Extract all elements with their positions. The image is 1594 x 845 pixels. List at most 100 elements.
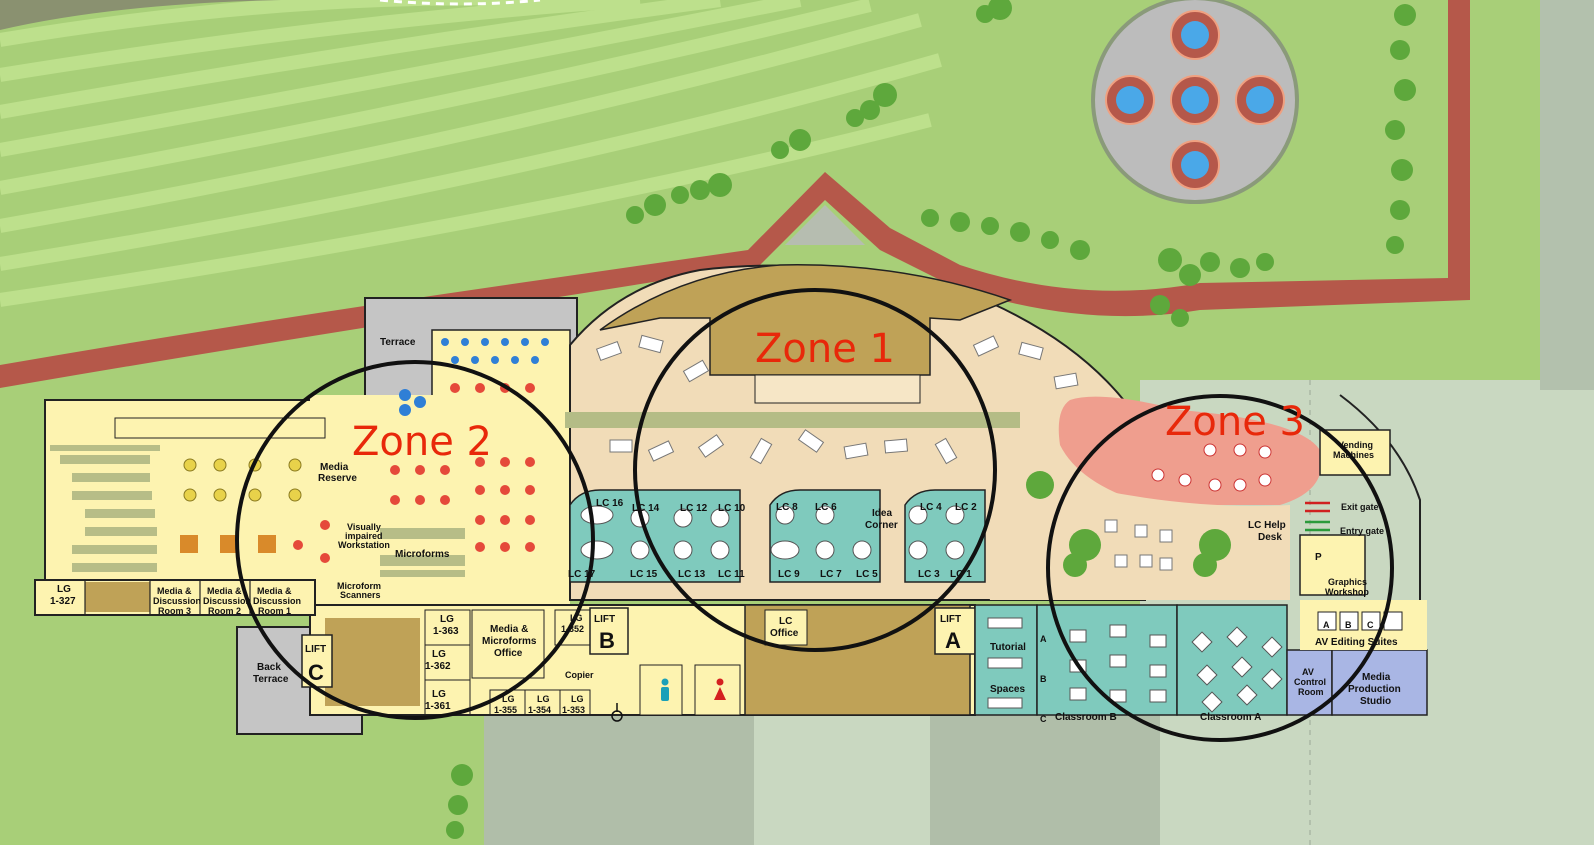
tutorial-b-label: B xyxy=(1040,674,1047,684)
curved-sofas xyxy=(595,334,1079,465)
mps-label-1: Media xyxy=(1362,672,1391,683)
mps-label-3: Studio xyxy=(1360,696,1391,707)
road-top-left xyxy=(0,0,400,30)
female-washroom-icon xyxy=(714,678,726,700)
mdr1-label-3: Room 1 xyxy=(258,606,291,616)
av-edit-booths xyxy=(1317,611,1403,631)
zone-3-circle[interactable] xyxy=(1046,394,1394,742)
fountain xyxy=(1091,0,1299,204)
gate-arrows xyxy=(1305,501,1330,532)
mdr2-label-1: Media & xyxy=(207,586,242,596)
lc-13-label: LC 13 xyxy=(678,569,706,580)
zone-2-label: Zone 2 xyxy=(352,419,492,465)
mdr1-label-2: Discussion xyxy=(253,596,301,606)
media-reserve-label-1: Media xyxy=(320,462,349,473)
zone-2-circle[interactable] xyxy=(235,360,595,720)
lift-a-label: LIFT xyxy=(940,614,961,625)
bushes xyxy=(446,0,1416,839)
lift-b-label: LIFT xyxy=(594,614,615,625)
lg-362-label-2: 1-362 xyxy=(425,661,451,672)
vending-label-1: Vending xyxy=(1338,440,1373,450)
paving-dark-2 xyxy=(930,715,1160,845)
stage-area xyxy=(754,374,921,404)
lc-3-label: LC 3 xyxy=(918,569,940,580)
lc-11-label: LC 11 xyxy=(718,569,745,580)
grey-strip-right xyxy=(1540,0,1594,390)
microform-scanners-label-1: Microform xyxy=(337,581,381,591)
av-b-label: B xyxy=(1345,620,1352,630)
lc-help-desk-label-2: Desk xyxy=(1258,532,1282,543)
back-terrace-label-2: Terrace xyxy=(253,674,289,685)
av-control-label-1: AV xyxy=(1302,667,1314,677)
mps-label-2: Production xyxy=(1348,684,1401,695)
lc-4-label: LC 4 xyxy=(920,502,942,513)
mdr3-label-3: Room 3 xyxy=(158,606,191,616)
classroom-a xyxy=(1176,604,1288,716)
visually-impaired-label-3: Workstation xyxy=(338,540,390,550)
lg-361-label-2: 1-361 xyxy=(425,701,451,712)
classroom-a-label: Classroom A xyxy=(1200,712,1261,723)
visually-impaired-label-1: Visually xyxy=(347,522,381,532)
stair-core-c xyxy=(325,618,420,706)
pathway xyxy=(0,0,1470,388)
microforms-label: Microforms xyxy=(395,549,450,560)
media-microforms-office-box xyxy=(471,609,545,679)
lc-office-label-2: Office xyxy=(770,628,799,639)
east-curve-wall xyxy=(1339,394,1421,600)
lg-361-label-1: LG xyxy=(432,689,446,700)
lift-b-letter: B xyxy=(599,628,615,653)
lc-2-label: LC 2 xyxy=(955,502,977,513)
idea-corner-label-2: Corner xyxy=(865,520,898,531)
lc-12-label: LC 12 xyxy=(680,503,708,514)
lc-14-label: LC 14 xyxy=(632,503,660,514)
spaces-label: Spaces xyxy=(990,684,1025,695)
microform-scanners-label-2: Scanners xyxy=(340,590,381,600)
media-microforms-office-label-3: Office xyxy=(494,648,523,659)
paving-dark-1 xyxy=(484,715,754,845)
lc-5-label: LC 5 xyxy=(856,569,878,580)
media-microforms-office-label-1: Media & xyxy=(490,624,528,635)
lg-355-label-2: 1-355 xyxy=(494,705,517,715)
lc-16-label: LC 16 xyxy=(596,498,624,509)
lg-354-label-1: LG xyxy=(537,694,550,704)
zone-1-circle[interactable] xyxy=(633,288,997,652)
male-washroom-icon xyxy=(661,678,669,701)
lc-office-label-1: LC xyxy=(779,616,792,627)
east-lounge-chairs xyxy=(1104,519,1173,571)
lc-15-label: LC 15 xyxy=(630,569,658,580)
seating-markers xyxy=(293,383,535,563)
lc-8-label: LC 8 xyxy=(776,502,798,513)
wheelchair-icon xyxy=(611,703,623,722)
lg-353-label-1: LG xyxy=(571,694,584,704)
lg-363-label-2: 1-363 xyxy=(433,626,459,637)
lg-363-label-1: LG xyxy=(440,614,454,625)
mdr3-label-1: Media & xyxy=(157,586,192,596)
graphics-workshop xyxy=(1299,534,1366,596)
lg-327-label-2: 1-327 xyxy=(50,596,76,607)
terrace-label: Terrace xyxy=(380,337,416,348)
zone-circles xyxy=(235,288,1394,742)
lc-office-box xyxy=(764,609,808,646)
vending-label-2: Machines xyxy=(1333,450,1374,460)
lc-17-label: LC 17 xyxy=(568,569,596,580)
media-reserve-label-2: Reserve xyxy=(318,473,357,484)
lc-7-label: LC 7 xyxy=(820,569,842,580)
blue-chairs xyxy=(399,338,549,416)
west-shelves-top xyxy=(114,417,326,439)
tutorial-c-label: C xyxy=(1040,714,1047,724)
west-wing-south-strip xyxy=(34,579,316,616)
dome-top-tan xyxy=(599,264,1013,376)
back-terrace-label-1: Back xyxy=(257,662,281,673)
av-control-label-3: Room xyxy=(1298,687,1324,697)
zone-1-label: Zone 1 xyxy=(755,326,895,372)
triangle-grey xyxy=(785,205,865,245)
lc-6-label: LC 6 xyxy=(815,502,837,513)
lg-353-label-2: 1-353 xyxy=(562,705,585,715)
mdr2-label-3: Room 2 xyxy=(208,606,241,616)
graphics-p-label: P xyxy=(1315,552,1322,563)
copier-label: Copier xyxy=(565,670,594,680)
classroom-desks xyxy=(987,617,1283,713)
av-c-label: C xyxy=(1367,620,1374,630)
av-editing-label: AV Editing Suites xyxy=(1315,637,1398,648)
central-corridor xyxy=(565,412,1020,428)
